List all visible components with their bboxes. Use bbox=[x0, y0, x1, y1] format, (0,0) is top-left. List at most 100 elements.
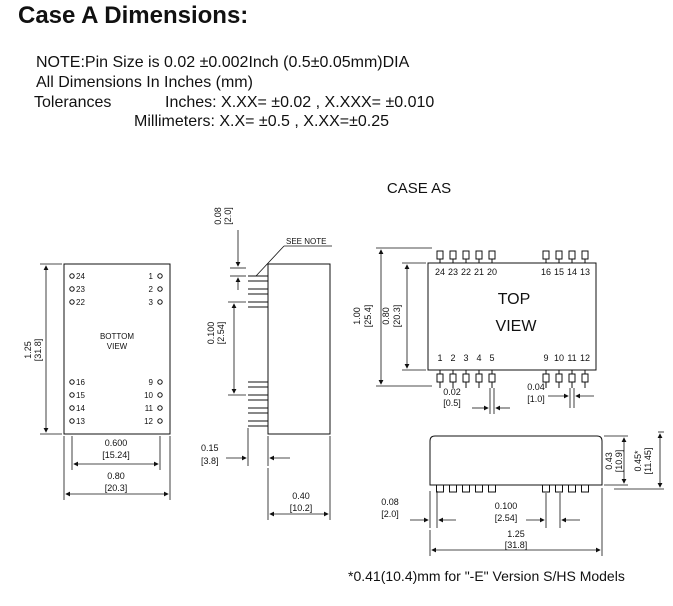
dimension-label: [2.0] bbox=[381, 509, 399, 519]
pin-label: 15 bbox=[76, 391, 85, 400]
pin-pad bbox=[542, 250, 550, 260]
pin-pad bbox=[488, 484, 496, 493]
pin-pad bbox=[568, 250, 576, 260]
dimension-label: 0.43 bbox=[604, 452, 614, 470]
case-as-dimensions bbox=[376, 247, 594, 414]
pin-pad bbox=[542, 484, 550, 493]
pin-pad bbox=[462, 373, 470, 383]
tolerances-label: Tolerances bbox=[34, 94, 112, 111]
dimension-label: 0.08 bbox=[213, 207, 223, 225]
pin-pad bbox=[488, 373, 496, 383]
pin-label: 22 bbox=[76, 298, 85, 307]
dimension-label: [3.8] bbox=[201, 456, 219, 466]
pin-circle bbox=[69, 379, 75, 385]
side-view-outline bbox=[267, 263, 331, 435]
dimension-label: [20.3] bbox=[105, 483, 128, 493]
pin-pad bbox=[449, 250, 457, 260]
pin-label: 22 bbox=[461, 267, 471, 277]
pin-circle bbox=[157, 273, 163, 279]
pin-circle bbox=[157, 379, 163, 385]
case-as-title: CASE AS bbox=[387, 180, 451, 197]
pin-circle bbox=[157, 286, 163, 292]
front-pin-row bbox=[436, 484, 589, 493]
pin-circle bbox=[157, 392, 163, 398]
dimension-label: 0.02 bbox=[443, 387, 461, 397]
top-pin-row bbox=[436, 250, 589, 263]
pin-circle bbox=[69, 299, 75, 305]
footnote: *0.41(10.4)mm for "-E" Version S/HS Mode… bbox=[348, 568, 625, 584]
top-view-label: VIEW bbox=[496, 318, 538, 335]
pin-pad bbox=[475, 484, 483, 493]
pin-circle bbox=[69, 418, 75, 424]
dimension-label: 0.40 bbox=[292, 491, 310, 501]
dimension-label: [2.54] bbox=[216, 322, 226, 345]
pin-label: 14 bbox=[76, 404, 85, 413]
pin-pad bbox=[568, 484, 576, 493]
bottom-view-outline bbox=[63, 263, 171, 435]
pin-pad bbox=[581, 250, 589, 260]
dimension-label: [11.45] bbox=[643, 448, 653, 475]
pin-label: 23 bbox=[448, 267, 458, 277]
pin-label: 4 bbox=[476, 353, 481, 363]
pin-label: 12 bbox=[580, 353, 590, 363]
pin-pad bbox=[542, 373, 550, 383]
pin-label: 12 bbox=[144, 417, 153, 426]
see-note-label: SEE NOTE bbox=[286, 237, 326, 246]
pin-pad bbox=[449, 373, 457, 383]
top-view-label: TOP bbox=[498, 291, 531, 308]
bottom-pin-row bbox=[436, 370, 589, 388]
dimension-label: 0.15 bbox=[201, 443, 219, 453]
pin-pad bbox=[436, 373, 444, 383]
pin-label: 3 bbox=[463, 353, 468, 363]
dimension-label: [20.3] bbox=[392, 305, 402, 328]
pin-label: 24 bbox=[435, 267, 445, 277]
pin-size-note: NOTE:Pin Size is 0.02 ±0.002Inch (0.5±0.… bbox=[36, 54, 410, 71]
dimension-label: 0.600 bbox=[105, 438, 128, 448]
pin-circle bbox=[69, 405, 75, 411]
dimension-label: [2.0] bbox=[223, 207, 233, 225]
pin-pad bbox=[555, 484, 563, 493]
dimension-label: 1.25 bbox=[507, 529, 525, 539]
pin-label: 24 bbox=[76, 272, 85, 281]
pin-label: 10 bbox=[144, 391, 153, 400]
dimension-label: [25.4] bbox=[363, 305, 373, 328]
pin-pad bbox=[462, 484, 470, 493]
pin-label: 14 bbox=[567, 267, 577, 277]
pin-label: 13 bbox=[76, 417, 85, 426]
dimension-label: 0.04 bbox=[527, 382, 545, 392]
pin-label: 3 bbox=[149, 298, 154, 307]
pin-label: 2 bbox=[450, 353, 455, 363]
pin-label: 9 bbox=[543, 353, 548, 363]
pin-label: 9 bbox=[149, 378, 154, 387]
bottom-view-dimensions bbox=[40, 263, 171, 500]
dimension-label: [31.8] bbox=[33, 339, 43, 362]
pin-label: 15 bbox=[554, 267, 564, 277]
pin-pad bbox=[475, 373, 483, 383]
front-view-dimensions bbox=[410, 431, 664, 556]
dimension-label: [10.9] bbox=[614, 450, 624, 473]
pin-pad bbox=[581, 484, 589, 493]
pin-label: 11 bbox=[567, 353, 576, 363]
pin-pad bbox=[449, 484, 457, 493]
dimension-label: 0.100 bbox=[206, 322, 216, 345]
dimension-label: 0.100 bbox=[495, 501, 518, 511]
pin-label: 13 bbox=[580, 267, 590, 277]
side-view-dimensions bbox=[226, 230, 332, 520]
pin-label: 11 bbox=[145, 404, 154, 413]
pin-pad bbox=[488, 250, 496, 260]
pin-label: 10 bbox=[554, 353, 564, 363]
case-as-top-view bbox=[427, 250, 597, 388]
pin-pad bbox=[462, 250, 470, 260]
dimension-label: 0.80 bbox=[381, 307, 391, 325]
pin-pad bbox=[568, 373, 576, 383]
bottom-view bbox=[63, 263, 171, 435]
bottom-view-label: VIEW bbox=[107, 342, 128, 351]
dimension-label: 0.08 bbox=[381, 497, 399, 507]
dimension-label: 1.25 bbox=[23, 341, 33, 359]
pin-label: 16 bbox=[76, 378, 85, 387]
dimension-label: [15.24] bbox=[102, 450, 130, 460]
pin-pad bbox=[436, 484, 444, 493]
pin-circle bbox=[69, 273, 75, 279]
pin-circle bbox=[157, 299, 163, 305]
